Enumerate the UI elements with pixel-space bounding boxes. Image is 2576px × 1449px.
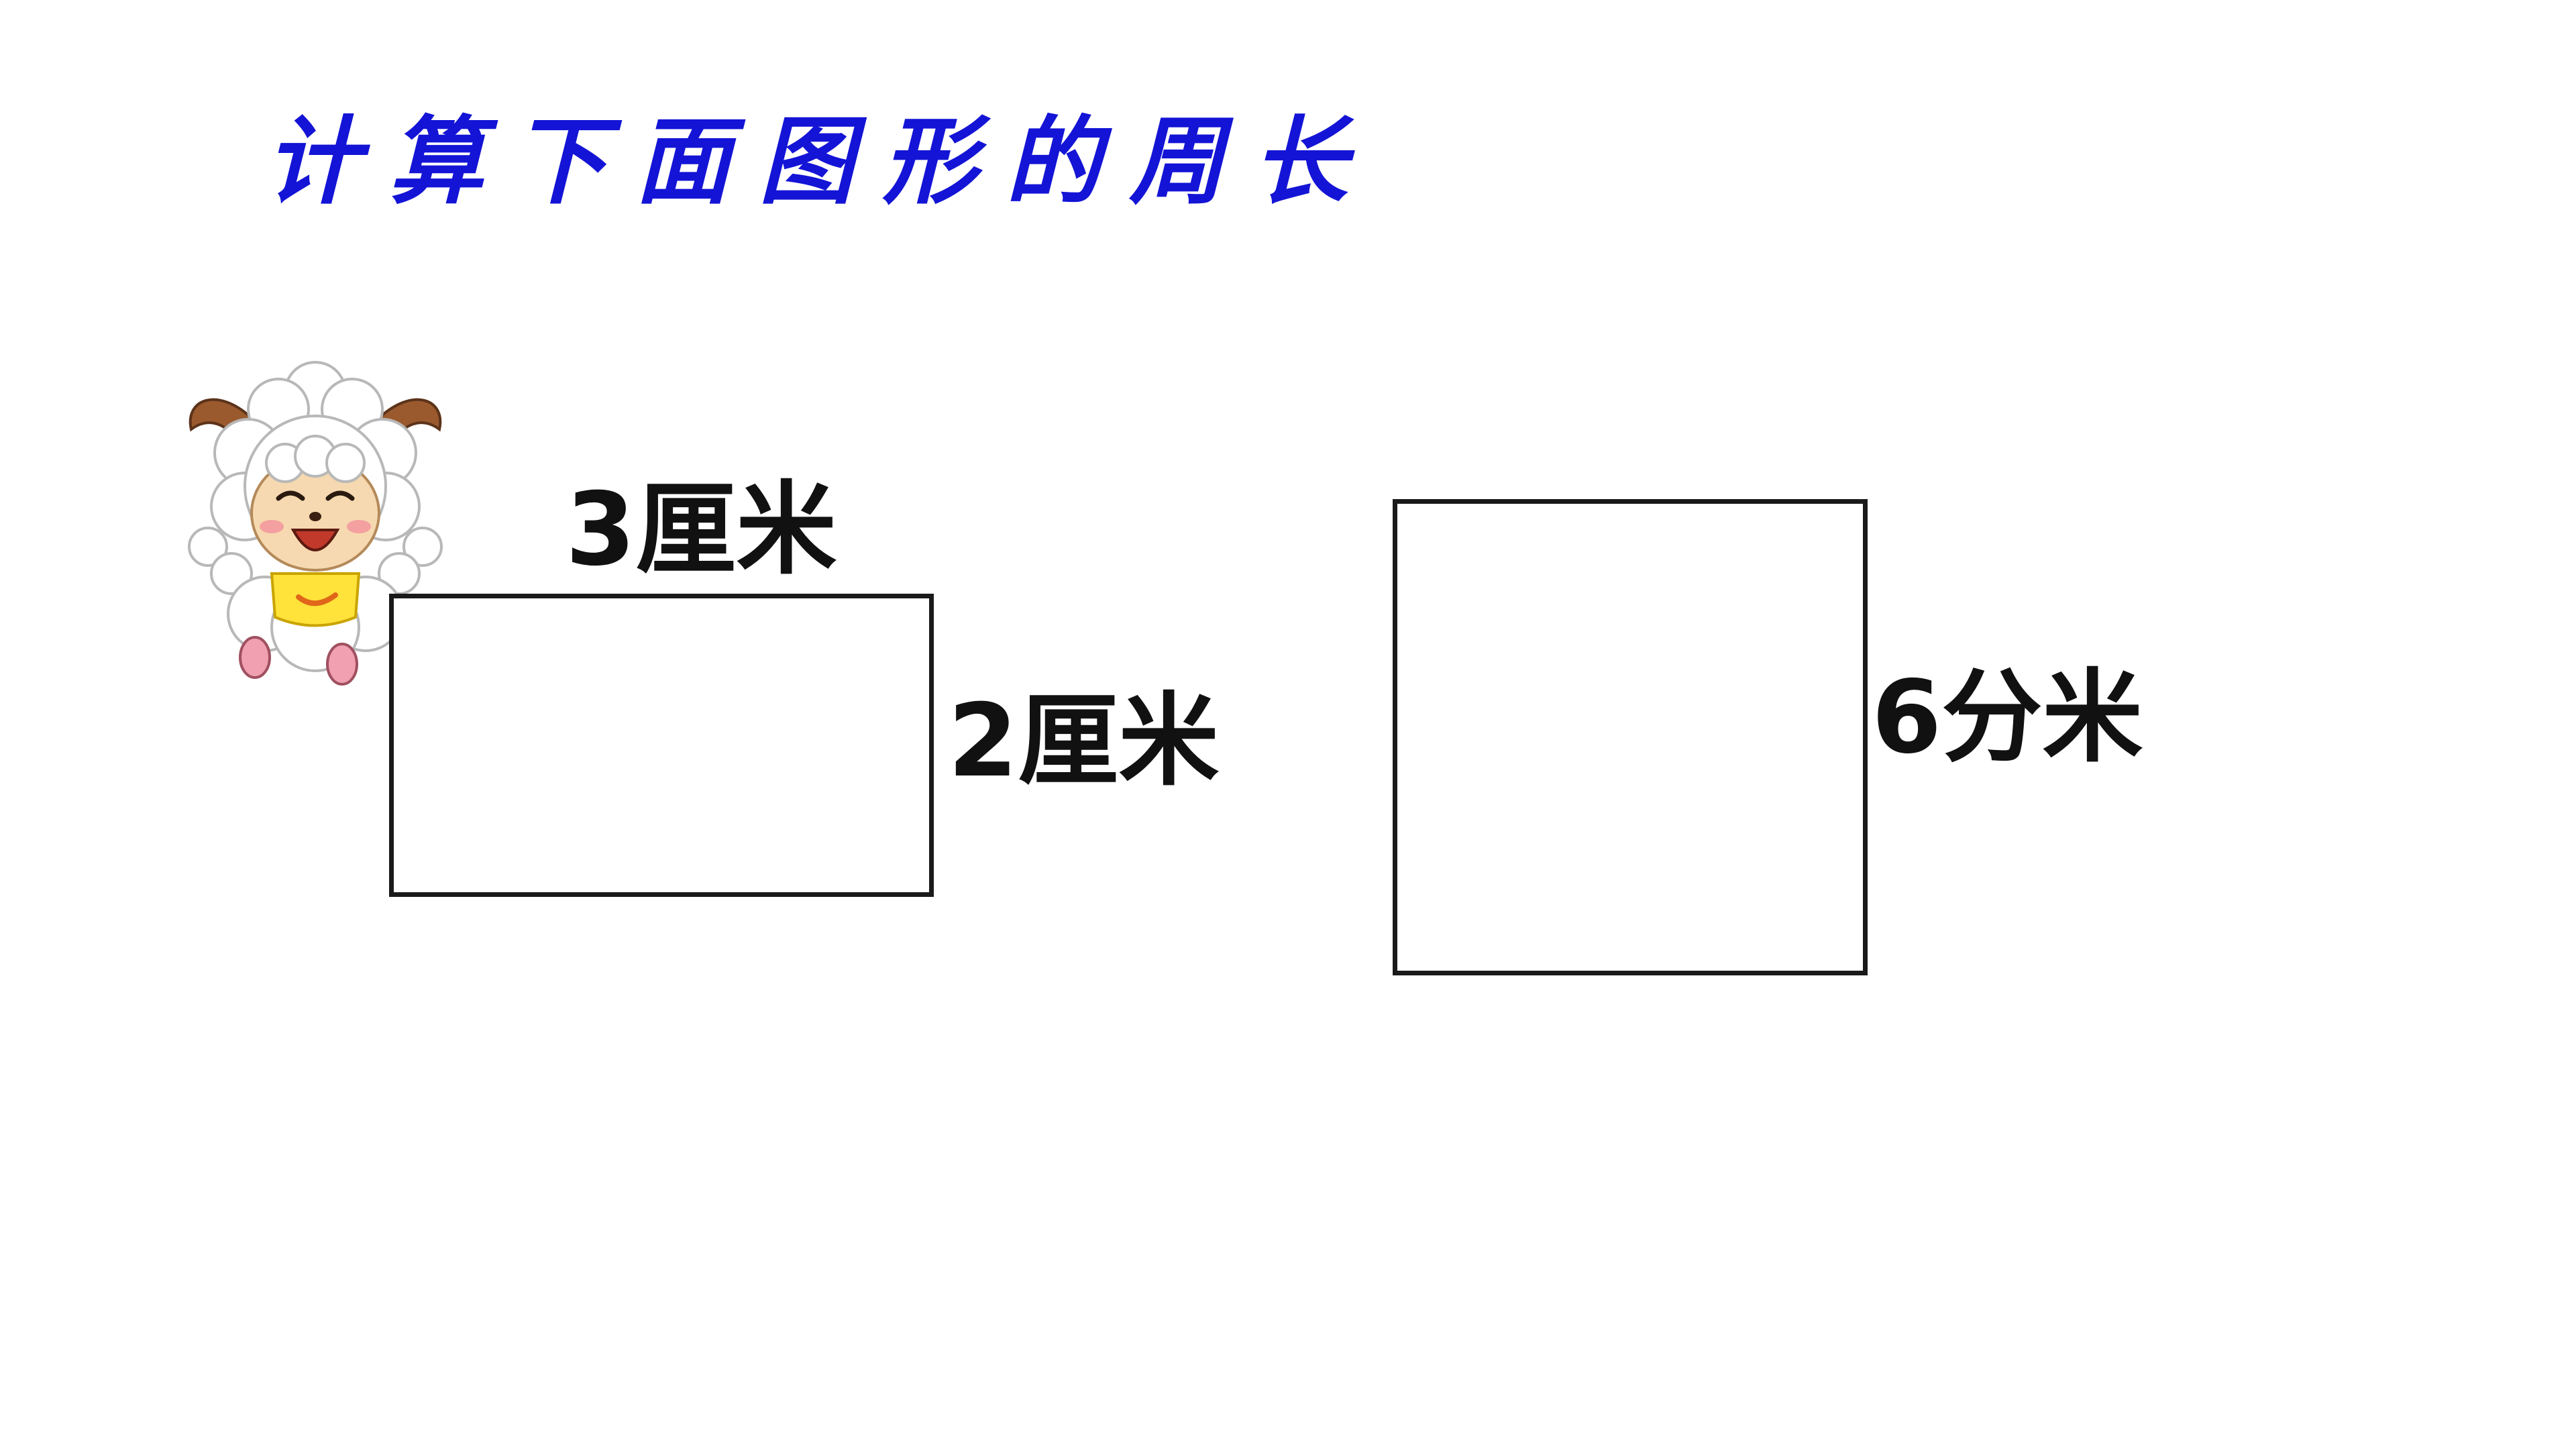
- square-side-label: 6分米: [1872, 659, 2143, 776]
- square-shape: [1393, 499, 1868, 975]
- slide-title: 计算下面图形的周长: [265, 106, 1376, 217]
- sheep-mascot-icon: [188, 361, 443, 686]
- rectangle-length-label: 3厘米: [566, 472, 837, 588]
- rectangle-width-label: 2厘米: [948, 683, 1220, 800]
- rectangle-shape: [389, 594, 934, 897]
